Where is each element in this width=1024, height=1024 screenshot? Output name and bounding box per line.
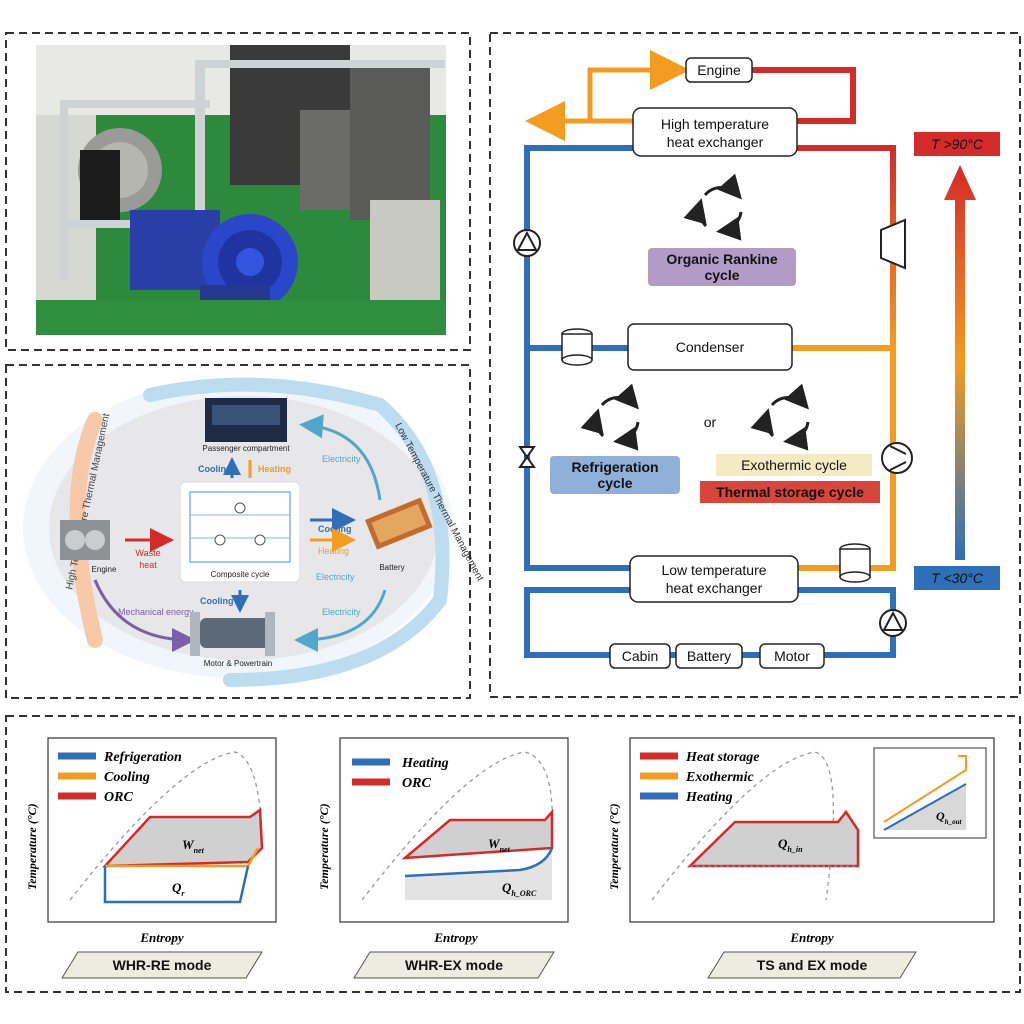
- condenser-label: Condenser: [676, 339, 745, 355]
- overview-diagram: High Temperature Thermal Management Low …: [23, 377, 485, 687]
- legend-1a: Refrigeration: [103, 750, 182, 765]
- qh-orc-label: Qh_ORC: [502, 880, 537, 898]
- ylabel-3: Temperature (°C): [607, 803, 621, 890]
- expansion-valve-icon: [518, 446, 536, 468]
- engine-label-overview: Engine: [92, 565, 117, 574]
- passenger-label: Passenger compartment: [202, 444, 290, 453]
- ts-panel-border: [5, 715, 1021, 993]
- motor-label: Motor: [774, 648, 810, 664]
- battery-box: [675, 643, 743, 669]
- refrigeration-box: [550, 456, 680, 494]
- xlabel-3: Entropy: [789, 930, 834, 945]
- ltle-box: [629, 555, 799, 603]
- legend-3a: Heat storage: [685, 750, 760, 765]
- heating-right-label: Heating: [318, 546, 349, 556]
- motor-box: [759, 643, 825, 669]
- reservoir-icon-2: [839, 543, 871, 583]
- orc-label-2: cycle: [704, 267, 739, 283]
- mech-energy-label: Mechanical energy: [118, 607, 194, 617]
- thermal-storage-label: Thermal storage cycle: [716, 484, 864, 500]
- compressor-icon: [881, 442, 913, 474]
- ylabel-1: Temperature (°C): [25, 803, 39, 890]
- ts-plot-2: Heating ORC Wnet Qh_ORC Temperature (°C)…: [317, 737, 569, 979]
- cabin-box: [609, 643, 671, 669]
- legend-2a: Heating: [401, 756, 449, 771]
- circuit-panel-border: [489, 32, 1021, 698]
- hthe-box: [632, 107, 798, 157]
- t-low-badge: [914, 566, 1000, 590]
- electricity-right-label: Electricity: [316, 572, 355, 582]
- engine-label: Engine: [697, 62, 741, 78]
- composite-cycle-box: [179, 481, 301, 583]
- legend-1c: ORC: [104, 790, 133, 805]
- qh-in-label: Qh_in: [778, 836, 803, 854]
- or-label: or: [704, 414, 717, 430]
- battery-label: Battery: [687, 648, 731, 664]
- battery-label-overview: Battery: [379, 563, 404, 572]
- heating-up-label: Heating: [258, 464, 291, 474]
- ltle-label-1: Low temperature: [661, 562, 766, 578]
- mode-label-1: WHR-RE mode: [113, 957, 212, 973]
- wnet-label-1: Wnet: [182, 837, 205, 855]
- ts-plot-1: Refrigeration Cooling ORC Wnet Qr Temper…: [25, 737, 277, 979]
- electricity-bottom-label: Electricity: [322, 607, 361, 617]
- pump-icon: [513, 229, 541, 257]
- orc-cycle-icon: [683, 173, 743, 241]
- exothermic-cycle-icon: [750, 383, 810, 451]
- battery-icon: [365, 497, 433, 550]
- mode-label-2: WHR-EX mode: [405, 957, 503, 973]
- exothermic-box: [716, 454, 872, 476]
- legend-3b: Exothermic: [685, 770, 754, 785]
- motor-label-overview: Motor & Powertrain: [204, 659, 272, 668]
- legend-3c: Heating: [685, 790, 733, 805]
- qh-out-label: Qh_out: [936, 809, 962, 826]
- hthe-label-2: heat exchanger: [667, 134, 764, 150]
- cooling-down-label: Cooling: [200, 596, 234, 606]
- orc-box: [648, 248, 796, 286]
- motor-powertrain-icon: [190, 612, 275, 656]
- reservoir-icon: [561, 328, 593, 366]
- t-low-label: T <30°C: [931, 570, 984, 586]
- orc-label-1: Organic Rankine: [666, 251, 777, 267]
- composite-cycle-label: Composite cycle: [211, 570, 270, 579]
- condenser-box: [627, 323, 793, 371]
- t-high-badge: [914, 132, 1000, 156]
- wnet-label-2: Wnet: [488, 836, 511, 854]
- refrig-label-2: cycle: [597, 475, 632, 491]
- cooling-right-label: Cooling: [318, 524, 352, 534]
- t-high-label: T >90°C: [931, 136, 984, 152]
- legend-1b: Cooling: [104, 770, 150, 785]
- exothermic-label: Exothermic cycle: [741, 457, 847, 473]
- hthe-label-1: High temperature: [661, 116, 769, 132]
- qr-label: Qr: [172, 880, 185, 898]
- waste-heat-label-2: heat: [139, 560, 157, 570]
- refrigeration-cycle-icon: [580, 383, 640, 451]
- cooling-up-label: Cooling: [198, 464, 232, 474]
- expander-icon: [880, 218, 906, 270]
- xlabel-1: Entropy: [139, 930, 184, 945]
- waste-heat-label-1: Waste: [135, 548, 160, 558]
- ts-plot-3: Heat storage Exothermic Heating Qh_in Qh…: [607, 737, 995, 979]
- overview-panel-border: [5, 364, 471, 699]
- refrig-label-1: Refrigeration: [571, 459, 658, 475]
- test-rig-photo: [36, 45, 446, 335]
- electricity-top-label: Electricity: [322, 454, 361, 464]
- cabin-label: Cabin: [622, 648, 659, 664]
- temperature-gradient-arrow: [944, 165, 976, 560]
- thermal-storage-box: [700, 481, 880, 503]
- circuit-diagram: Engine High temperature heat exchanger O…: [513, 50, 1000, 669]
- xlabel-2: Entropy: [433, 930, 478, 945]
- coolant-pump-icon: [879, 609, 907, 637]
- legend-2b: ORC: [402, 776, 431, 791]
- ylabel-2: Temperature (°C): [317, 803, 331, 890]
- engine-icon: [60, 520, 110, 560]
- ltle-label-2: heat exchanger: [666, 580, 763, 596]
- engine-box: [685, 57, 753, 83]
- mode-label-3: TS and EX mode: [757, 957, 868, 973]
